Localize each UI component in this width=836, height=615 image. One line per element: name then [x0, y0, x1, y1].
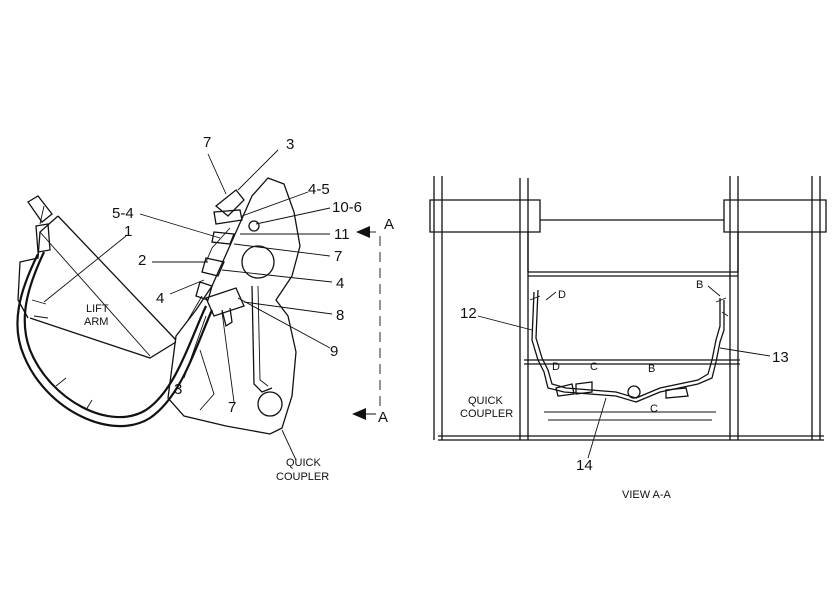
letter-d-mid: D	[552, 361, 560, 373]
left-callouts: 7 3 4-5 10-6 5-4 1 11 7 2 4 4 8 9 3 7	[112, 134, 362, 416]
callout-3-bottom: 3	[174, 381, 182, 398]
callout-4-right: 4	[336, 275, 344, 292]
right-callouts: 12 13 14	[460, 305, 789, 474]
quick-coupler-label-right-line2: COUPLER	[460, 408, 513, 420]
letter-c-mid: C	[590, 361, 598, 373]
section-mark-a-bottom: A	[378, 409, 388, 426]
callout-2: 2	[138, 252, 146, 269]
callout-4-left: 4	[156, 290, 164, 307]
callout-3-top: 3	[286, 136, 294, 153]
quick-coupler-label-right: QUICK	[468, 395, 504, 407]
letter-c-low: C	[650, 403, 658, 415]
callout-14: 14	[576, 457, 593, 474]
port-letters: D B D C B C	[552, 279, 703, 415]
left-view: A A 7 3 4-5 10-6 5-4 1 11 7 2 4 4 8 9 3 …	[16, 134, 394, 483]
hose-routing	[529, 289, 729, 403]
right-leader-lines	[477, 285, 771, 459]
hose-assembly	[16, 195, 214, 428]
quick-coupler-label-line2: COUPLER	[276, 471, 329, 483]
callout-13: 13	[772, 349, 789, 366]
callout-11: 11	[334, 226, 350, 243]
left-area-labels: LIFT ARM QUICK COUPLER	[84, 303, 329, 483]
lift-arm-outline	[17, 215, 177, 359]
section-mark-a-top: A	[384, 216, 394, 233]
callout-1: 1	[124, 223, 132, 240]
quick-coupler-label: QUICK	[286, 457, 322, 469]
callout-4-5: 4-5	[308, 181, 330, 198]
right-area-labels: QUICK COUPLER VIEW A-A	[460, 395, 672, 501]
left-leader-lines	[43, 149, 333, 461]
view-caption: VIEW A-A	[622, 489, 672, 501]
section-cut-line: A A	[352, 216, 394, 426]
lift-arm-label: LIFT	[86, 303, 109, 315]
callout-12: 12	[460, 305, 477, 322]
right-view: 12 13 14 D B D C B C QUICK COUPLER VIEW …	[429, 176, 827, 501]
callout-9: 9	[330, 343, 338, 360]
callout-10-6: 10-6	[332, 199, 362, 216]
letter-b-mid: B	[648, 363, 655, 375]
callout-7-bottom: 7	[228, 399, 236, 416]
quick-coupler-plate	[167, 177, 301, 435]
callout-7-mid: 7	[334, 248, 342, 265]
callout-8: 8	[336, 307, 344, 324]
coupler-frame	[429, 176, 827, 441]
lift-arm-label-line2: ARM	[84, 316, 108, 328]
callout-5-4: 5-4	[112, 205, 134, 222]
letter-b-top: B	[696, 279, 703, 291]
fitting-stack	[187, 189, 260, 328]
callout-7-top: 7	[203, 134, 211, 151]
letter-d-top: D	[558, 289, 566, 301]
